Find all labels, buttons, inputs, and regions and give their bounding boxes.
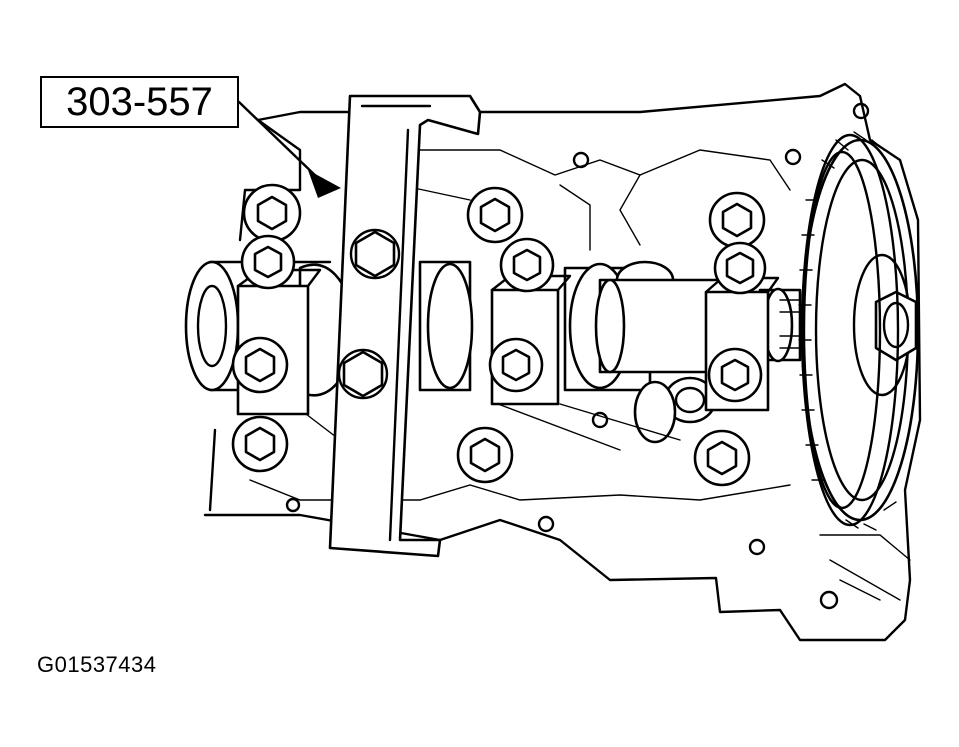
tool-number-label: 303-557 (66, 80, 213, 124)
callout-leader-arrow (237, 100, 341, 198)
bolt (466, 186, 524, 244)
bolt (240, 234, 296, 290)
tool-number-callout: 303-557 (40, 76, 239, 128)
bolt (242, 183, 302, 243)
bolt (708, 191, 766, 249)
bolt (231, 415, 289, 473)
bolt (713, 241, 767, 295)
bolt (499, 237, 555, 293)
bolt (456, 426, 514, 484)
timing-chain (798, 131, 900, 531)
bolt (693, 429, 751, 487)
timing-sprocket (800, 138, 920, 522)
bolt (707, 347, 763, 403)
cylinder-head (203, 82, 922, 642)
camshaft-holding-tool (328, 94, 482, 558)
bolt (488, 337, 544, 393)
bolts (231, 183, 767, 487)
bolt (231, 336, 289, 394)
figure-id: G01537434 (37, 652, 157, 677)
